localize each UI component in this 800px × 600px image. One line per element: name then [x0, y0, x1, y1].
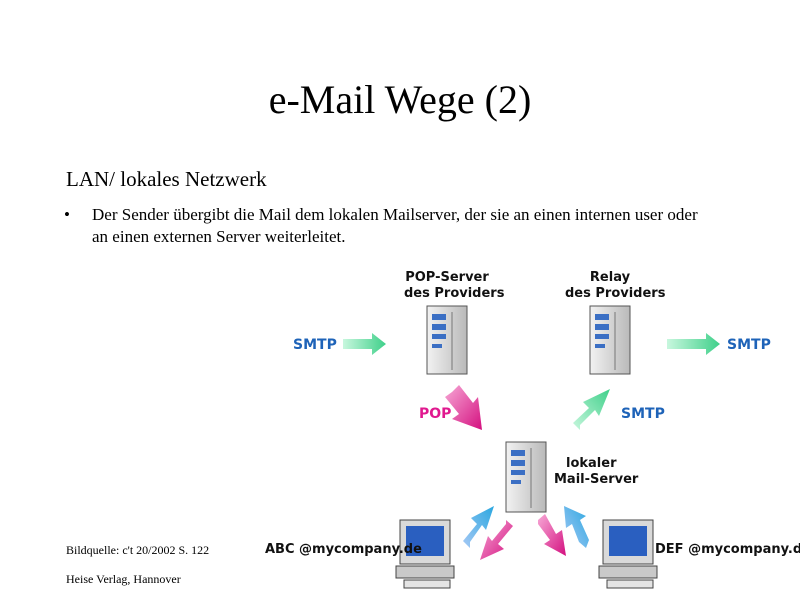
pop-arrow-icon	[445, 385, 482, 430]
slide-subtitle: LAN/ lokales Netzwerk	[66, 167, 267, 191]
smtp-in-label: SMTP	[293, 337, 337, 353]
client-left-down-arrow-icon	[480, 520, 513, 560]
client-left-address: ABC @mycompany.de	[265, 542, 422, 557]
smtp-up-arrow-icon	[573, 389, 610, 430]
relay-label: Relay des Providers	[565, 270, 666, 302]
bullet-line-2: an einen externen Server weiterleitet.	[92, 227, 346, 246]
relay-label-line-1: Relay	[589, 270, 631, 285]
pop-label: POP	[419, 406, 452, 422]
client-left-up-arrow-icon	[463, 506, 494, 548]
image-source-line-1: Bildquelle: c't 20/2002 S. 122	[66, 543, 210, 557]
local-server-label-line-2: Mail-Server	[554, 472, 639, 487]
bullet-text: Der Sender übergibt die Mail dem lokalen…	[92, 204, 752, 248]
client-left-computer-icon	[395, 519, 455, 589]
local-server-icon	[505, 441, 547, 513]
client-right-computer-icon	[598, 519, 658, 589]
client-right-address: DEF @mycompany.de	[655, 542, 800, 557]
client-right-down-arrow-icon	[538, 514, 566, 556]
bullet-marker: •	[64, 205, 70, 224]
image-source-line-2: Heise Verlag, Hannover	[66, 572, 181, 586]
client-right-up-arrow-icon	[564, 506, 589, 548]
smtp-up-label: SMTP	[621, 406, 665, 422]
relay-label-line-2: des Providers	[565, 286, 666, 301]
pop-server-label: POP-Server des Providers	[404, 270, 505, 302]
pop-server-label-line-1: POP-Server	[405, 270, 489, 285]
local-server-label-line-1: lokaler	[566, 456, 617, 471]
smtp-out-label: SMTP	[727, 337, 771, 353]
pop-server-icon	[426, 305, 468, 375]
local-server-label: lokaler Mail-Server	[554, 456, 638, 488]
relay-server-icon	[589, 305, 631, 375]
bullet-line-1: Der Sender übergibt die Mail dem lokalen…	[92, 205, 698, 224]
slide-title: e-Mail Wege (2)	[268, 77, 532, 122]
smtp-in-arrow-icon	[343, 333, 386, 355]
smtp-out-arrow-icon	[667, 333, 720, 355]
pop-server-label-line-2: des Providers	[404, 286, 505, 301]
